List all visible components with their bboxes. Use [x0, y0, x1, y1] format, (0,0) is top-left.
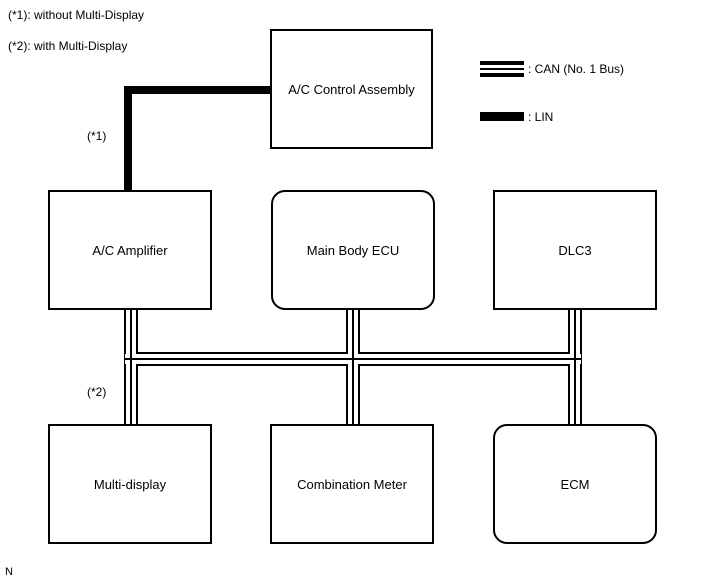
- main-body-ecu-label: Main Body ECU: [306, 242, 400, 258]
- ecm-box: ECM: [493, 424, 657, 544]
- dlc3-label: DLC3: [558, 242, 592, 258]
- legend-can-symbol: [480, 61, 524, 77]
- ac-amplifier-label: A/C Amplifier: [92, 242, 168, 258]
- ac-control-assembly-box: A/C Control Assembly: [270, 29, 433, 149]
- marker-note-1: (*1): [87, 129, 107, 143]
- legend-lin-label: : LIN: [528, 110, 554, 124]
- can-bus: [124, 308, 582, 424]
- multi-display-box: Multi-display: [48, 424, 212, 544]
- corner-mark: N: [5, 566, 13, 578]
- lin-wire: [124, 86, 271, 190]
- note-with-multi-display: (*2): with Multi-Display: [8, 39, 128, 53]
- dlc3-box: DLC3: [493, 190, 657, 310]
- main-body-ecu-box: Main Body ECU: [271, 190, 435, 310]
- ecm-label: ECM: [560, 476, 590, 492]
- ac-amplifier-box: A/C Amplifier: [48, 190, 212, 310]
- legend-lin-symbol: [480, 112, 524, 121]
- multi-display-label: Multi-display: [93, 476, 167, 492]
- marker-note-2: (*2): [87, 385, 107, 399]
- combination-meter-box: Combination Meter: [270, 424, 434, 544]
- ac-control-assembly-label: A/C Control Assembly: [288, 81, 415, 97]
- note-without-multi-display: (*1): without Multi-Display: [8, 8, 145, 22]
- combination-meter-label: Combination Meter: [297, 476, 407, 492]
- legend-can-label: : CAN (No. 1 Bus): [528, 62, 625, 76]
